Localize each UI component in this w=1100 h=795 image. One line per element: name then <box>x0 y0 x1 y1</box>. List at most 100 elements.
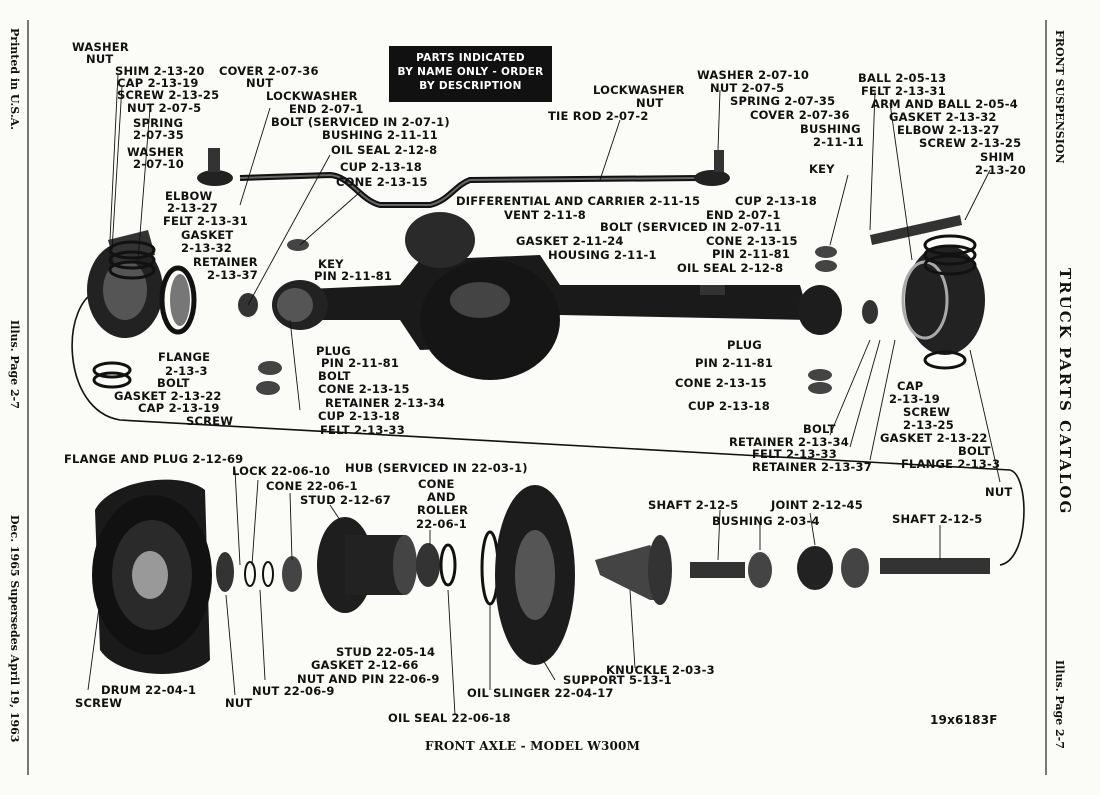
part-label: CAP 2-13-19 <box>117 76 199 90</box>
part-label: PLUG <box>316 344 351 358</box>
part-label: END 2-07-1 <box>706 208 781 222</box>
part-label: FELT 2-13-31 <box>861 84 946 98</box>
part-label: BOLT <box>958 444 991 458</box>
part-label: SCREW <box>186 414 234 428</box>
part-label: OIL SLINGER 22-04-17 <box>467 686 614 700</box>
part-label: 2-13-3 <box>165 364 208 378</box>
part-label: BUSHING 2-11-11 <box>322 128 438 142</box>
part-label: PLUG <box>727 338 762 352</box>
part-label: END 2-07-1 <box>289 102 364 116</box>
part-label: NUT <box>246 76 274 90</box>
part-label: NUT <box>985 485 1013 499</box>
part-label: FELT 2-13-33 <box>752 447 837 461</box>
part-label: 2-07-10 <box>133 157 184 171</box>
part-label: WASHER <box>72 40 129 54</box>
part-label: LOCKWASHER <box>266 89 358 103</box>
notice-line-3: BY DESCRIPTION <box>419 80 522 92</box>
part-label: JOINT 2-12-45 <box>771 498 863 512</box>
part-label: CONE 2-13-15 <box>336 175 428 189</box>
part-label: 2-13-37 <box>207 268 258 282</box>
printed-in-usa: Printed in U.S.A. <box>8 28 21 131</box>
part-label: CAP <box>897 379 924 393</box>
part-label: CONE 2-13-15 <box>706 234 798 248</box>
part-label: SHAFT 2-12-5 <box>648 498 739 512</box>
illus-page-left: Illus. Page 2-7 <box>8 320 21 409</box>
part-label: FLANGE 2-13-3 <box>901 457 1001 471</box>
part-label: HUB (SERVICED IN 22-03-1) <box>345 461 528 475</box>
part-label: FELT 2-13-33 <box>320 423 405 437</box>
notice-box: PARTS INDICATED BY NAME ONLY - ORDER BY … <box>389 46 552 102</box>
part-label: 2-13-25 <box>903 418 954 432</box>
part-label: SHAFT 2-12-5 <box>892 512 983 526</box>
part-label: CONE 2-13-15 <box>675 376 767 390</box>
part-label: KEY <box>809 162 835 176</box>
part-label: PIN 2-11-81 <box>314 269 393 283</box>
part-label: ROLLER <box>417 503 469 517</box>
part-label: LOCK 22-06-10 <box>232 464 331 478</box>
part-label: GASKET 2-11-24 <box>516 234 624 248</box>
part-label: 2-13-20 <box>975 163 1026 177</box>
axle-housing <box>272 212 842 380</box>
hub-small-parts <box>216 552 302 592</box>
part-label: DRUM 22-04-1 <box>101 683 197 697</box>
part-label: RETAINER 2-13-37 <box>752 460 872 474</box>
left-knuckle-assembly <box>87 230 258 389</box>
part-label: SHIM 2-13-20 <box>115 64 205 78</box>
part-label: FELT 2-13-31 <box>163 214 248 228</box>
illus-page-right: Illus. Page 2-7 <box>1053 660 1066 749</box>
part-label: KEY <box>318 257 344 271</box>
part-label: CONE 22-06-1 <box>266 479 358 493</box>
part-label: TIE ROD 2-07-2 <box>548 109 649 123</box>
part-label: PIN 2-11-81 <box>695 356 774 370</box>
part-label: CONE <box>418 477 455 491</box>
catalog-title: TRUCK PARTS CATALOG <box>1056 268 1074 516</box>
axle-shafts <box>690 546 990 590</box>
part-label: OIL SEAL 2-12-8 <box>331 143 438 157</box>
part-label: SPRING 2-07-35 <box>730 94 836 108</box>
section-title: FRONT SUSPENSION <box>1053 30 1066 164</box>
notice-line-2: BY NAME ONLY - ORDER <box>397 66 544 78</box>
part-label: 2-13-27 <box>167 201 218 215</box>
part-label: SCREW 2-13-25 <box>919 136 1022 150</box>
part-label: NUT 2-07-5 <box>710 81 785 95</box>
hub <box>317 517 457 613</box>
part-label: KNUCKLE 2-03-3 <box>606 663 715 677</box>
part-label: RETAINER <box>193 255 258 269</box>
part-label: BUSHING 2-03-4 <box>712 514 820 528</box>
part-label: 2-07-35 <box>133 128 184 142</box>
part-label: BALL 2-05-13 <box>858 71 947 85</box>
part-label: SCREW <box>903 405 951 419</box>
part-label: FLANGE AND PLUG 2-12-69 <box>64 452 244 466</box>
knuckle <box>595 535 672 605</box>
part-label: NUT 22-06-9 <box>252 684 335 698</box>
part-label: 22-06-1 <box>416 517 467 531</box>
part-label: NUT AND PIN 22-06-9 <box>297 672 440 686</box>
part-label: GASKET <box>181 228 234 242</box>
part-label: CUP 2-13-18 <box>735 194 817 208</box>
brake-drum <box>92 479 212 674</box>
part-label: STUD 2-12-67 <box>300 493 391 507</box>
supersedes-date: Dec. 1965 Supersedes April 19, 1963 <box>8 515 21 743</box>
part-label: 2-13-19 <box>889 392 940 406</box>
part-label: SHIM <box>980 150 1015 164</box>
part-label: NUT 2-07-5 <box>127 101 202 115</box>
part-label: ARM AND BALL 2-05-4 <box>871 97 1018 111</box>
part-label: SCREW 2-13-25 <box>117 88 220 102</box>
part-label: FLANGE <box>158 350 211 364</box>
part-label: CUP 2-13-18 <box>688 399 770 413</box>
part-label: BOLT (SERVICED IN 2-07-11 <box>600 220 782 234</box>
part-label: CAP 2-13-19 <box>138 401 220 415</box>
part-label: SPRING <box>133 116 184 130</box>
part-label: BOLT <box>157 376 190 390</box>
part-label: HOUSING 2-11-1 <box>548 248 657 262</box>
support-plate <box>480 485 575 665</box>
tie-rod <box>197 148 730 208</box>
part-label: GASKET 2-13-32 <box>889 110 997 124</box>
notice-line-1: PARTS INDICATED <box>416 52 525 64</box>
part-label: GASKET 2-12-66 <box>311 658 419 672</box>
part-label: NUT <box>225 696 253 710</box>
part-label: 2-11-11 <box>813 135 864 149</box>
part-label: LOCKWASHER <box>593 83 685 97</box>
